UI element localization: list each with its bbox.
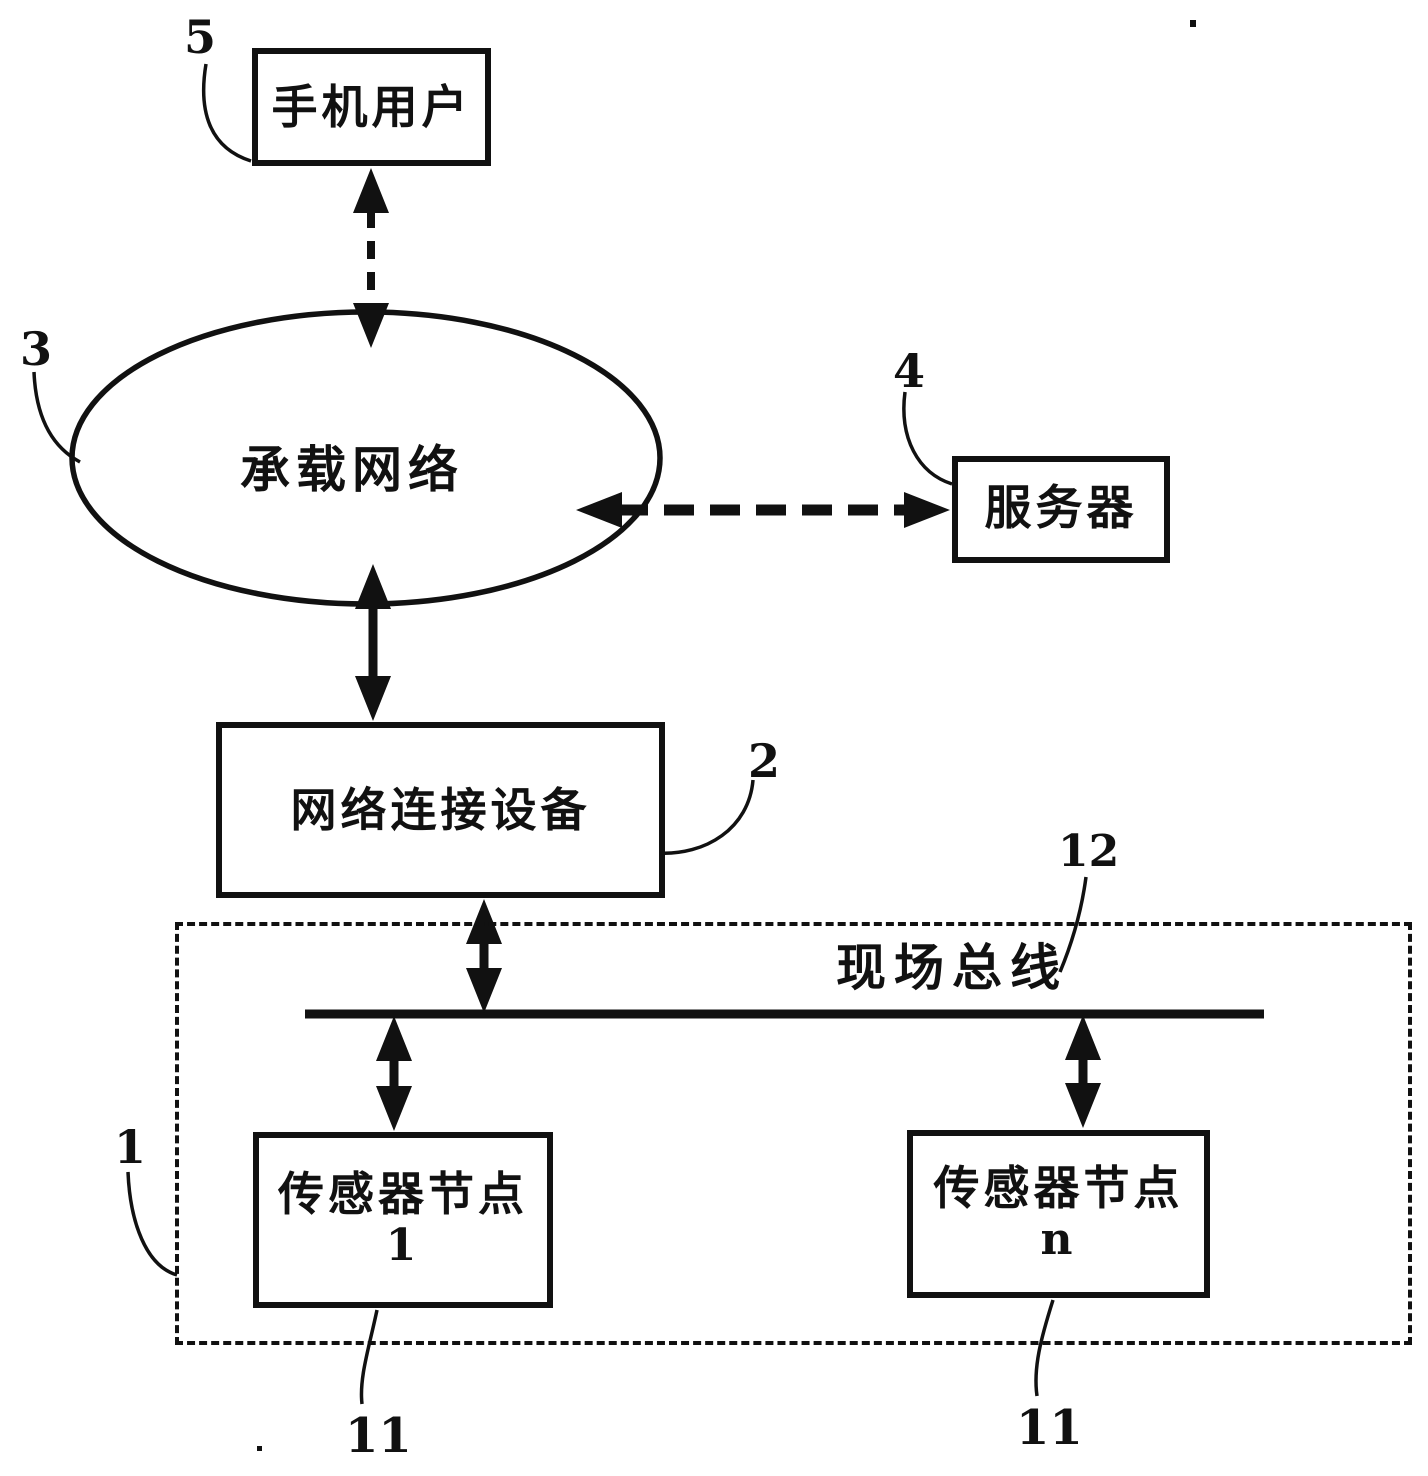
network-device-label: 网络连接设备 [290, 782, 591, 837]
server-box: 服务器 [952, 456, 1170, 563]
artifact-dot-bottom-left [257, 1446, 262, 1451]
arrow-device-bus [466, 899, 502, 1013]
arrow-network-device [355, 564, 391, 721]
artifact-dot-top-right [1190, 20, 1196, 27]
leader-ref-3 [32, 371, 81, 464]
ref-1: 1 [114, 1120, 147, 1174]
arrow-network-server [576, 492, 950, 528]
network-device-box: 网络连接设备 [216, 722, 665, 898]
sensor-node-1-index: 1 [385, 1220, 421, 1272]
phone-user-label: 手机用户 [271, 79, 472, 134]
leader-ref-5 [201, 63, 252, 163]
sensor-node-1-label: 传感器节点 [278, 1167, 528, 1222]
leader-ref-1 [126, 1171, 178, 1277]
arrow-phone-network [353, 168, 389, 348]
sensor-node-n-index: n [1040, 1214, 1077, 1266]
leader-ref-11-left [359, 1309, 379, 1405]
phone-user-box: 手机用户 [252, 48, 491, 166]
ref-2: 2 [748, 734, 781, 788]
sensor-node-n-box: 传感器节点 n [907, 1130, 1210, 1298]
ref-5: 5 [184, 10, 217, 64]
leader-ref-2 [656, 779, 755, 855]
leader-ref-4 [902, 391, 953, 486]
ref-4: 4 [893, 344, 926, 398]
sensor-node-n-label: 传感器节点 [933, 1161, 1184, 1216]
ref-11-left: 11 [345, 1408, 412, 1464]
ref-11-right: 11 [1016, 1400, 1083, 1456]
field-bus-label: 现场总线 [836, 939, 1068, 997]
leader-ref-12 [1058, 876, 1088, 973]
arrow-bus-sensorn [1065, 1015, 1101, 1128]
server-label: 服务器 [984, 481, 1138, 537]
sensor-network-region [175, 922, 1412, 1345]
bearer-network-label: 承载网络 [240, 441, 464, 499]
arrow-bus-sensor1 [376, 1016, 412, 1131]
ref-3: 3 [20, 322, 53, 376]
ref-12: 12 [1058, 826, 1120, 877]
leader-ref-11-right [1034, 1299, 1055, 1397]
sensor-node-1-box: 传感器节点 1 [253, 1132, 553, 1308]
